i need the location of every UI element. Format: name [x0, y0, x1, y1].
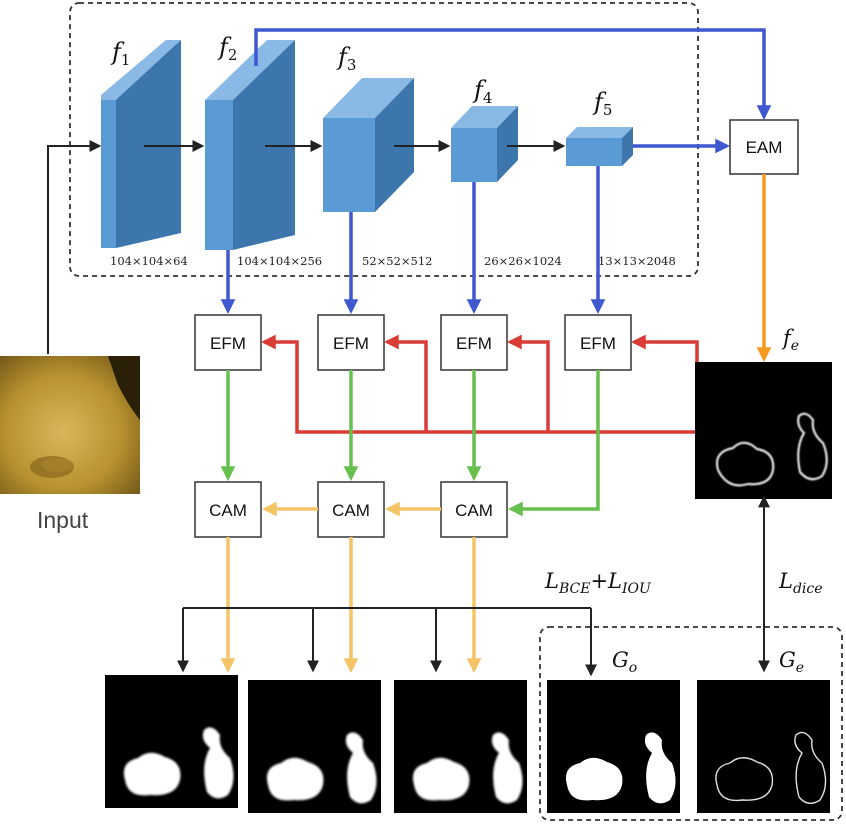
feature-cube-f1: [101, 40, 181, 248]
cam-label-2: CAM: [332, 501, 370, 520]
input-label: Input: [37, 507, 89, 533]
dims-f4: 26×26×1024: [484, 254, 562, 268]
f2-to-eam-arrow: [254, 28, 772, 120]
input-arrow: [47, 140, 102, 354]
feature-cube-f5: [566, 127, 633, 166]
dims-f2: 104×104×256: [237, 254, 322, 268]
bce-iou-loss-label: LBCE+LIOU: [544, 569, 652, 597]
cam-label-1: CAM: [209, 501, 247, 520]
feature-cube-f3: [323, 78, 414, 212]
feature-label-f3: f3: [336, 43, 356, 74]
eam-label: EAM: [746, 138, 783, 157]
dice-loss-label: Ldice: [778, 569, 823, 597]
efm-to-cam-arrows: [220, 370, 600, 517]
backbone-frame: [69, 2, 699, 277]
prediction-mask-2: [248, 680, 381, 813]
feature-label-f2: f2: [217, 33, 237, 64]
dims-f3: 52×52×512: [362, 254, 433, 268]
efm-box-2: [317, 314, 385, 371]
feature-cube-f4: [451, 106, 518, 182]
prediction-mask-3: [394, 680, 527, 813]
dims-f1: 104×104×64: [110, 254, 188, 268]
efm-label-3: EFM: [456, 334, 492, 353]
ground-truth-object-mask: [547, 680, 680, 813]
prediction-mask-1: [105, 675, 238, 808]
feature-cube-f2: [205, 40, 295, 250]
efm-label-4: EFM: [580, 334, 616, 353]
cam-label-3: CAM: [455, 501, 493, 520]
ground-truth-edge-mask: [697, 680, 830, 813]
feature-label-f1: f1: [110, 38, 130, 69]
cam-cascade-arrows: [220, 501, 482, 673]
efm-box-3: [440, 314, 508, 371]
object-supervision-arrows: [177, 607, 597, 677]
feature-to-efm-arrows: [220, 166, 606, 314]
dims-f5: 13×13×2048: [598, 254, 676, 268]
efm-box-4: [564, 314, 632, 371]
efm-label-1: EFM: [210, 334, 246, 353]
feature-label-f4: f4: [472, 76, 492, 107]
edge-map-image: [695, 362, 832, 499]
efm-label-2: EFM: [333, 334, 369, 353]
edge-map-label: fe: [781, 326, 799, 354]
input-image: [0, 356, 140, 494]
feature-label-f5: f5: [592, 88, 612, 119]
ground-truth-object-label: Go: [612, 648, 637, 676]
ground-truth-edge-label: Ge: [779, 648, 804, 676]
